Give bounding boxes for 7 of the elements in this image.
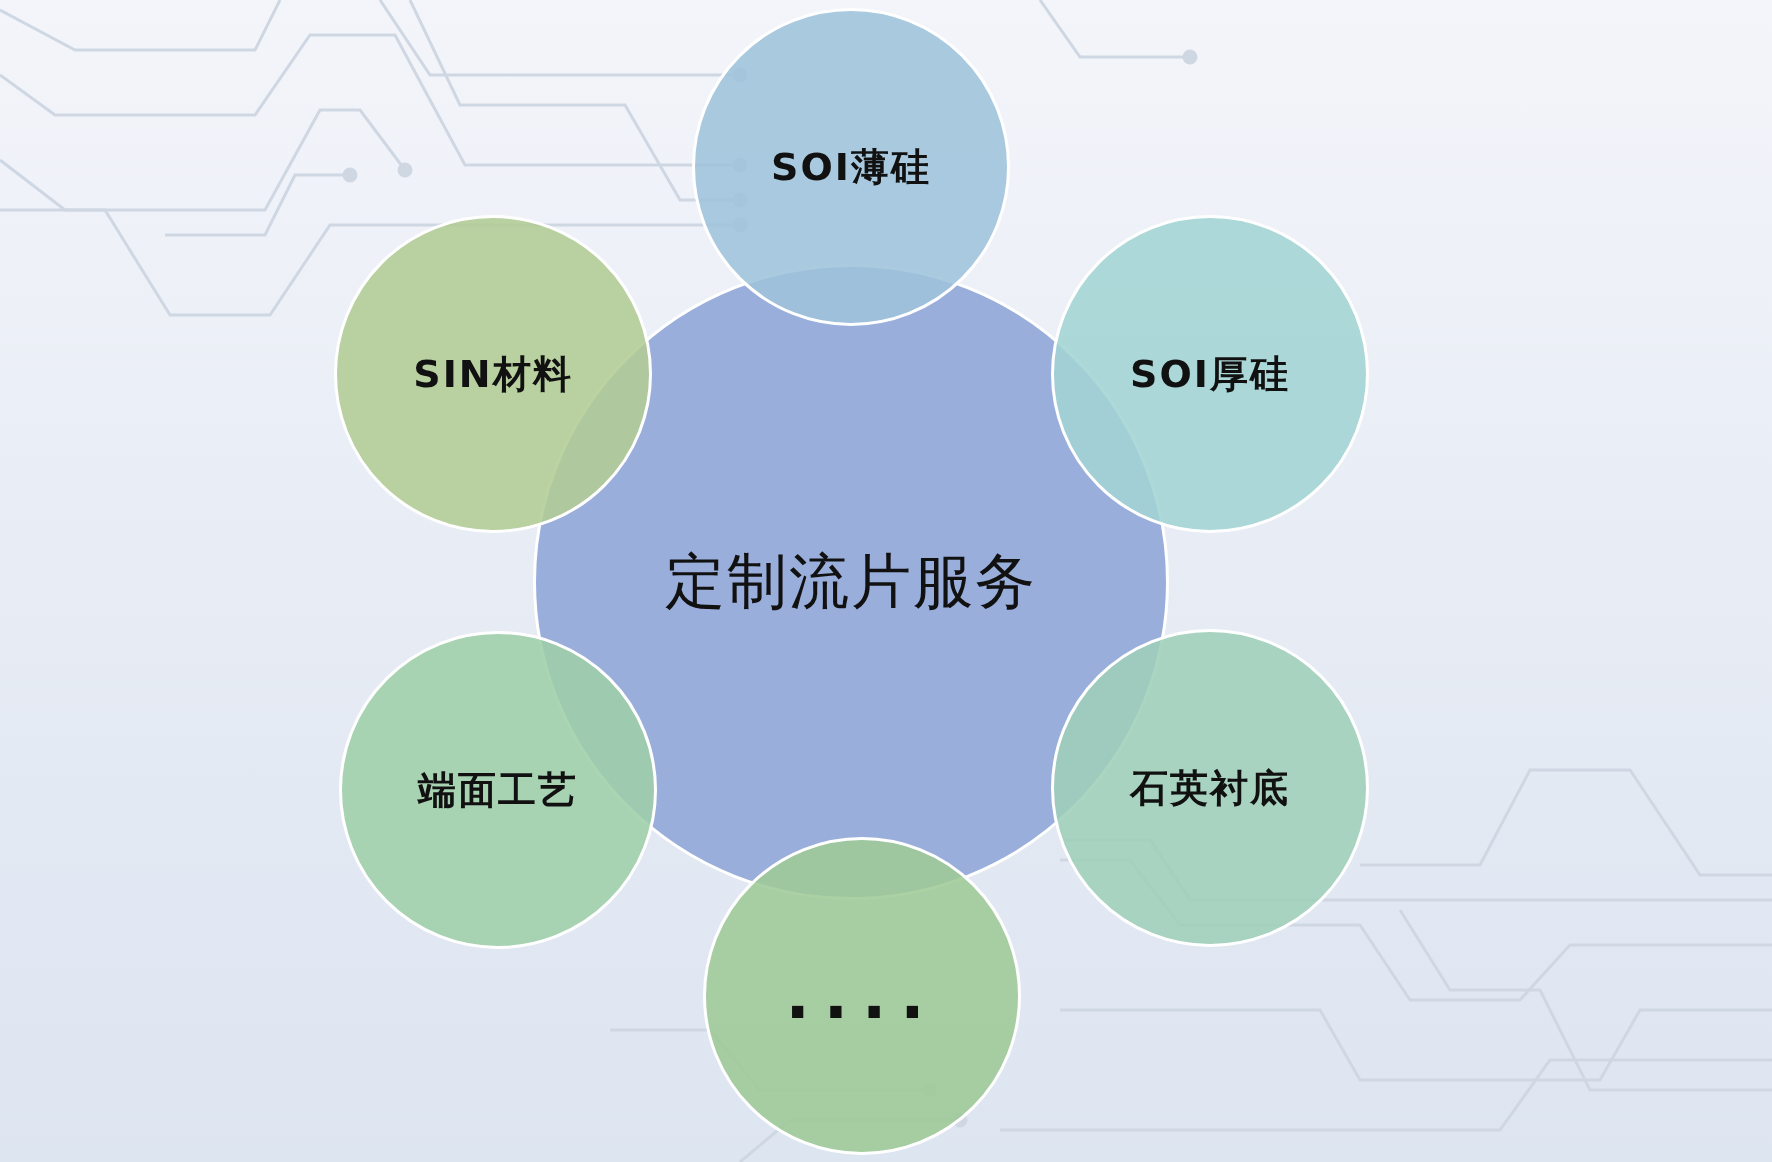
circle-label: SOI薄硅 (771, 143, 931, 191)
circle-label: 定制流片服务 (665, 544, 1037, 618)
circle-label: 石英衬底 (1130, 764, 1290, 812)
circle-label: SIN材料 (413, 350, 573, 398)
circle-label: 端面工艺 (418, 766, 578, 814)
circle-label: .... (785, 959, 939, 1033)
circle-label: SOI厚硅 (1130, 350, 1290, 398)
